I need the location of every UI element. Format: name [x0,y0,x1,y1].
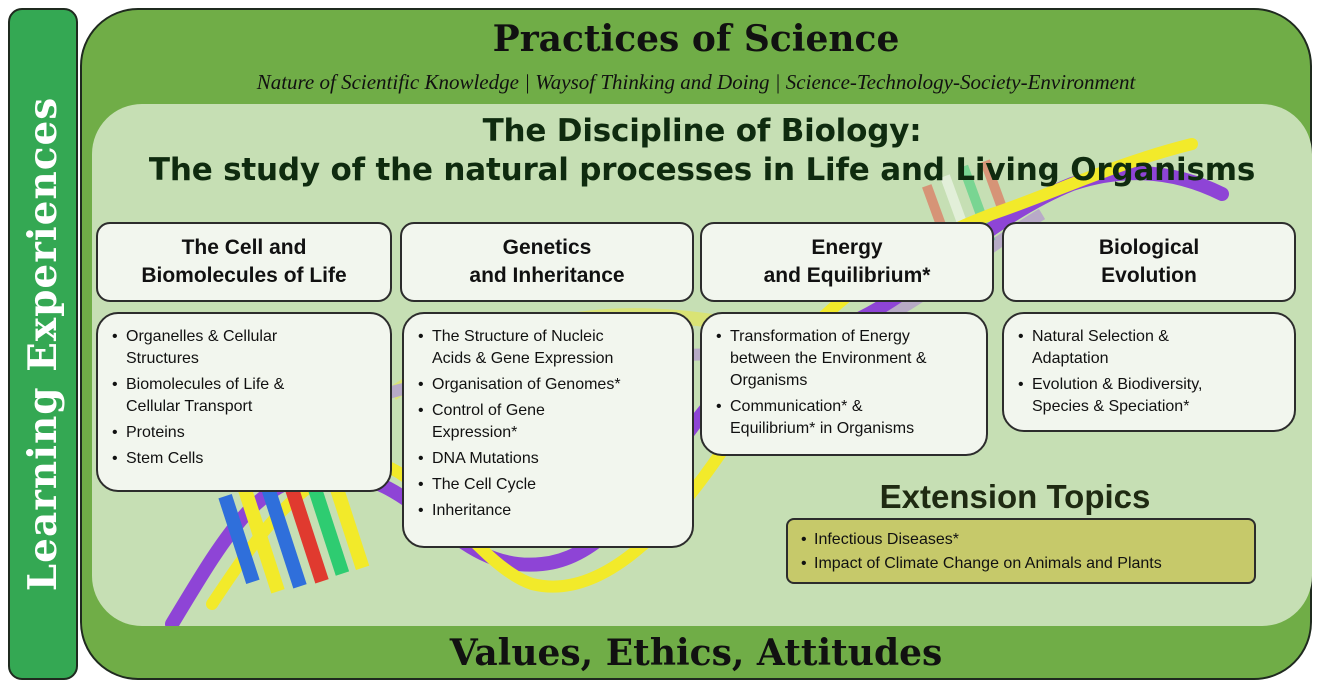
practices-subtitle: Nature of Scientific Knowledge | Waysof … [256,70,1136,94]
heading-line: and Equilibrium* [763,264,931,287]
topic-item: Inheritance [418,500,678,522]
discipline-title: The Discipline of Biology: The study of … [92,112,1312,190]
dna-rungs-lower [218,474,370,594]
topics-biological-evolution: Natural Selection &Adaptation Evolution … [1002,312,1296,432]
learning-experiences-label: Learning Experiences [20,96,66,592]
topic-item: DNA Mutations [418,448,678,470]
topic-item: Evolution & Biodiversity,Species & Speci… [1018,374,1280,418]
heading-line: The Cell and [181,236,307,259]
heading-line: Biological [1098,236,1200,259]
heading-line: Genetics [502,236,592,259]
heading-genetics-inheritance: Genetics and Inheritance [400,222,694,302]
discipline-title-line-2: The study of the natural processes in Li… [148,152,1256,188]
heading-line: Biomolecules of Life [141,264,347,287]
learning-experiences-bar [8,8,78,680]
topic-item: Communication* &Equilibrium* in Organism… [716,396,972,440]
topic-item: The Cell Cycle [418,474,678,496]
topic-item: Natural Selection &Adaptation [1018,326,1280,370]
practices-title: Practices of Science [492,18,900,60]
topic-item: Stem Cells [112,448,376,470]
topic-item: Organisation of Genomes* [418,374,678,396]
heading-line: Evolution [1101,264,1197,287]
heading-line: Energy [811,236,883,259]
topic-item: Proteins [112,422,376,444]
extension-item: Infectious Diseases* [801,528,1244,552]
extension-item: Impact of Climate Change on Animals and … [801,552,1244,576]
extension-topics-title: Extension Topics [879,478,1151,515]
heading-energy-equilibrium: Energy and Equilibrium* [700,222,994,302]
discipline-title-line-1: The Discipline of Biology: [482,113,922,149]
values-ethics-attitudes-title: Values, Ethics, Attitudes [449,632,943,674]
topic-item: Biomolecules of Life &Cellular Transport [112,374,376,418]
extension-topics-box: Infectious Diseases* Impact of Climate C… [786,518,1256,584]
heading-line: and Inheritance [469,264,625,287]
